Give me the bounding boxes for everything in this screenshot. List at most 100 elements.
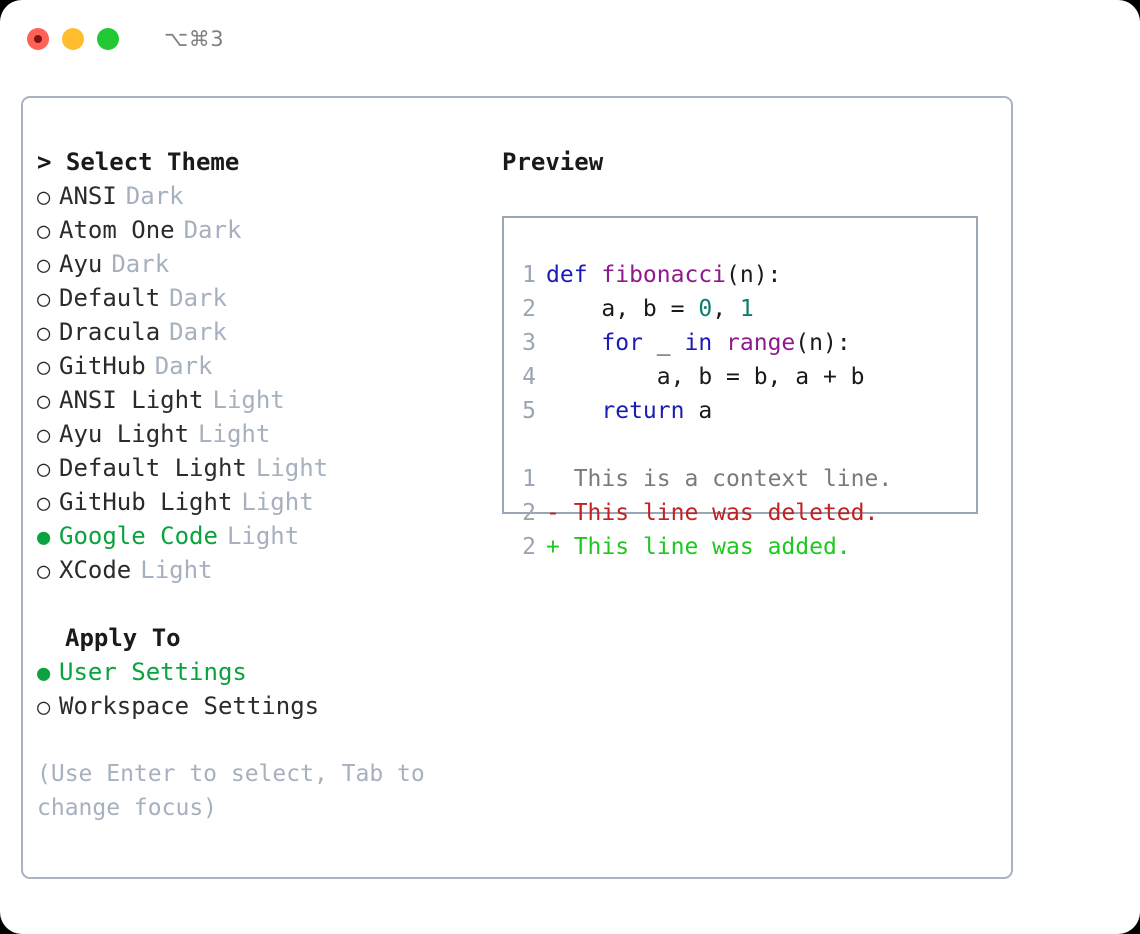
theme-option-category: Dark [169, 318, 227, 346]
list-spacer [37, 587, 487, 621]
theme-option-label: Default [59, 284, 161, 312]
code-token-kw: for [601, 330, 643, 356]
apply-to-option-label: User Settings [59, 658, 247, 686]
code-token-plain [546, 398, 601, 424]
code-line-text: def fibonacci(n): [546, 258, 781, 292]
code-token-plain [546, 330, 601, 356]
code-token-plain: a [684, 398, 713, 424]
theme-option-default[interactable]: ○ Default Dark [37, 281, 487, 315]
code-token-plain: a, b = b, a + b [546, 364, 865, 390]
code-diff-spacer [504, 428, 976, 462]
code-line-number: 2 [522, 296, 536, 322]
code-line: 1 def fibonacci(n): [504, 258, 976, 292]
theme-option-category: Light [255, 454, 329, 482]
diff-marker: + [546, 534, 574, 560]
theme-option-label: Atom One [59, 216, 175, 244]
radio-selected-icon: ● [37, 525, 51, 550]
radio-unselected-icon: ○ [37, 457, 51, 482]
diff-line-text: This is a context line. [573, 466, 893, 492]
code-line-text: return a [546, 394, 712, 428]
theme-option-category: Light [198, 420, 271, 448]
maximize-button[interactable] [97, 28, 119, 50]
radio-unselected-icon: ○ [37, 185, 51, 210]
theme-option-default-light[interactable]: ○ Default Light Light [37, 451, 487, 485]
code-line-number: 3 [522, 330, 536, 356]
theme-option-category: Dark [154, 352, 213, 380]
code-token-plain: (n): [726, 262, 782, 288]
code-token-kw: in [684, 330, 713, 356]
preview-title: Preview [502, 148, 604, 176]
radio-unselected-icon: ○ [37, 253, 51, 278]
diff-marker [546, 462, 574, 496]
code-token-fn: range [726, 330, 796, 356]
code-token-plain: (n): [795, 330, 851, 356]
diff-line-number: 2 [522, 534, 536, 560]
radio-unselected-icon: ○ [37, 355, 51, 380]
diff-marker: - [546, 500, 574, 526]
radio-unselected-icon: ○ [37, 287, 51, 312]
code-token-kw: return [601, 398, 685, 424]
diff-line-number: 1 [522, 466, 536, 492]
theme-option-label: GitHub [59, 352, 146, 380]
theme-option-label: ANSI Light [59, 386, 204, 414]
radio-unselected-icon: ○ [37, 695, 51, 720]
theme-option-label: ANSI [59, 182, 117, 210]
code-token-num: 1 [739, 296, 754, 322]
code-line-number: 4 [522, 364, 536, 390]
code-token-kw: def [546, 262, 602, 288]
code-token-plain [712, 330, 726, 356]
theme-option-github[interactable]: ○ GitHub Dark [37, 349, 487, 383]
code-token-num: 0 [698, 296, 713, 322]
theme-option-label: Default Light [59, 454, 247, 482]
code-line-number: 1 [522, 262, 536, 288]
theme-option-category: Light [241, 488, 314, 516]
diff-line-text: This line was added. [573, 534, 851, 560]
code-token-plain: , [712, 296, 740, 322]
radio-selected-icon: ● [37, 661, 51, 686]
select-theme-header: > Select Theme [37, 148, 240, 176]
title-bar: ⌥⌘3 [0, 0, 1140, 78]
code-token-plain: a, b = [546, 296, 699, 322]
theme-option-category: Dark [169, 284, 227, 312]
apply-to-option-label: Workspace Settings [59, 692, 320, 720]
code-line: 5 return a [504, 394, 976, 428]
theme-option-category: Dark [125, 182, 184, 210]
theme-option-category: Light [212, 386, 285, 414]
diff-line-del: 2- This line was deleted. [504, 496, 976, 530]
code-line: 3 for _ in range(n): [504, 326, 976, 360]
radio-unselected-icon: ○ [37, 559, 51, 584]
theme-option-ansi[interactable]: ○ ANSI Dark [37, 179, 487, 213]
radio-unselected-icon: ○ [37, 389, 51, 414]
radio-unselected-icon: ○ [37, 219, 51, 244]
apply-to-option-user-settings[interactable]: ● User Settings [37, 655, 487, 689]
theme-option-category: Light [226, 522, 300, 550]
theme-option-google-code[interactable]: ● Google Code Light [37, 519, 487, 553]
diff-line-add: 2 + This line was added. [504, 530, 976, 564]
window-controls [27, 28, 119, 50]
theme-option-ansi-light[interactable]: ○ ANSI Light Light [37, 383, 487, 417]
theme-option-category: Dark [111, 250, 170, 278]
code-line: 4 a, b = b, a + b [504, 360, 976, 394]
theme-option-label: Ayu Light [59, 420, 190, 448]
diff-line-ctx: 1 This is a context line. [504, 462, 976, 496]
minimize-button[interactable] [62, 28, 84, 50]
theme-option-label: Google Code [59, 522, 218, 550]
apply-to-header: Apply To [65, 624, 181, 652]
close-button[interactable] [27, 28, 49, 50]
theme-option-category: Light [140, 556, 213, 584]
code-line: 2 a, b = 0, 1 [504, 292, 976, 326]
code-line-text: for _ in range(n): [546, 326, 851, 360]
apply-to-list: ● User Settings ○ Workspace Settings [37, 655, 487, 723]
apply-to-option-workspace-settings[interactable]: ○ Workspace Settings [37, 689, 487, 723]
